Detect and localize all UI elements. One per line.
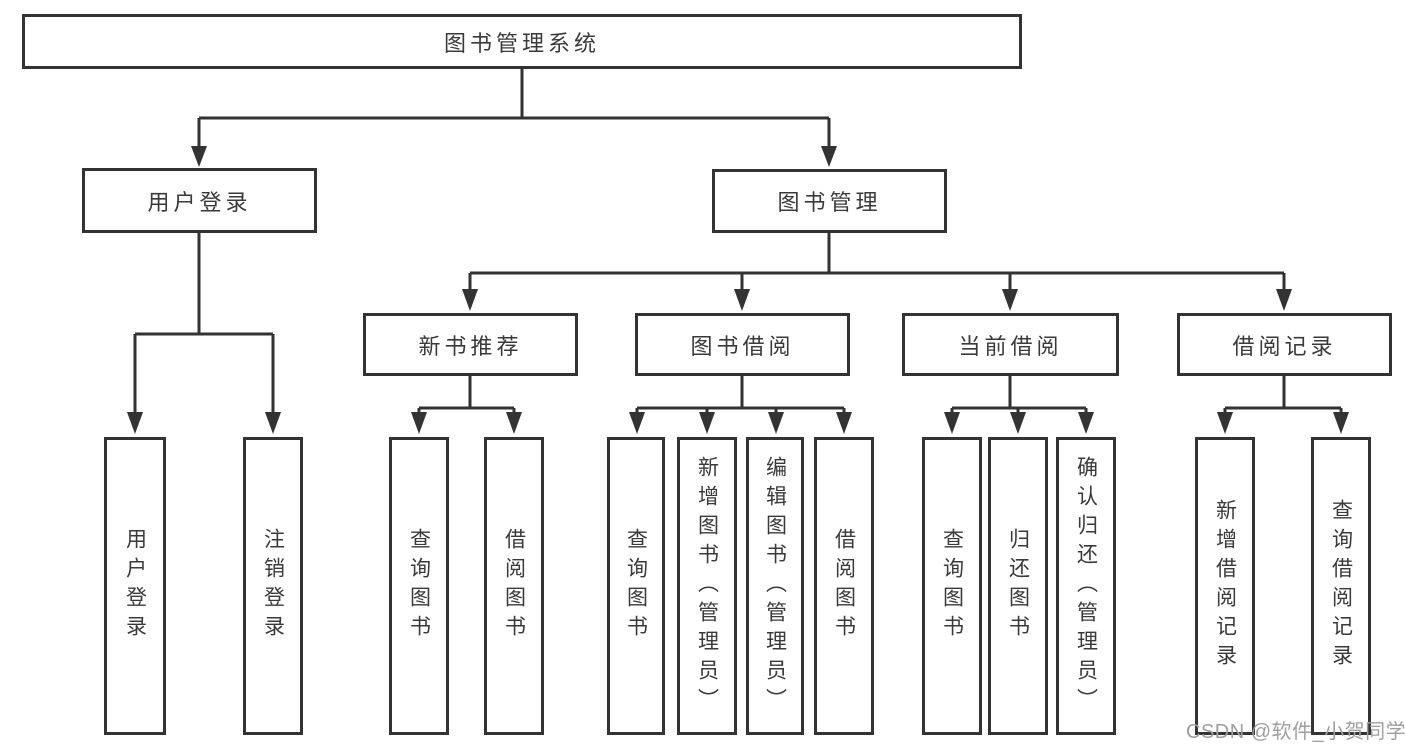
leaf-borrow-books-recommend-label: 借阅图书 (502, 528, 526, 644)
watermark: CSDN @软件_小贺同学 (1186, 721, 1405, 743)
leaf-logout-login-label: 注销登录 (261, 528, 285, 644)
leaf-confirm-return-admin-label: 确认归还（管理员） (1074, 455, 1098, 717)
leaf-user-login-label: 用户登录 (123, 528, 147, 644)
node-borrow-records: 借阅记录 (1177, 313, 1392, 376)
leaf-query-books-borrow: 查询图书 (607, 437, 665, 735)
leaf-borrow-books-borrow-label: 借阅图书 (832, 528, 856, 644)
leaf-confirm-return-admin: 确认归还（管理员） (1056, 437, 1116, 735)
leaf-borrow-books-recommend: 借阅图书 (484, 437, 544, 735)
node-root: 图书管理系统 (22, 14, 1022, 69)
leaf-add-books-admin-label: 新增图书（管理员） (695, 455, 719, 717)
leaf-query-books-current: 查询图书 (922, 437, 982, 735)
leaf-logout-login: 注销登录 (243, 437, 303, 735)
arrowhead-icons (127, 146, 1349, 434)
leaf-query-borrow-record-label: 查询借阅记录 (1329, 499, 1353, 673)
node-book-management: 图书管理 (712, 169, 947, 233)
node-book-borrow: 图书借阅 (635, 313, 850, 376)
leaf-add-borrow-record: 新增借阅记录 (1195, 437, 1255, 735)
node-user-login: 用户登录 (82, 168, 317, 233)
leaf-query-books-recommend-label: 查询图书 (407, 528, 431, 644)
leaf-query-books-recommend: 查询图书 (389, 437, 449, 735)
leaf-add-borrow-record-label: 新增借阅记录 (1213, 499, 1237, 673)
leaf-edit-books-admin-label: 编辑图书（管理员） (763, 455, 787, 717)
leaf-return-books-label: 归还图书 (1006, 528, 1030, 644)
leaf-borrow-books-borrow: 借阅图书 (814, 437, 874, 735)
leaf-query-books-current-label: 查询图书 (940, 528, 964, 644)
leaf-query-books-borrow-label: 查询图书 (624, 528, 648, 644)
leaf-user-login: 用户登录 (104, 437, 166, 735)
leaf-add-books-admin: 新增图书（管理员） (677, 437, 737, 735)
leaf-return-books: 归还图书 (988, 437, 1048, 735)
leaf-edit-books-admin: 编辑图书（管理员） (746, 437, 804, 735)
node-current-borrow: 当前借阅 (902, 313, 1119, 376)
node-new-book-recommend: 新书推荐 (363, 313, 578, 376)
leaf-query-borrow-record: 查询借阅记录 (1311, 437, 1371, 735)
